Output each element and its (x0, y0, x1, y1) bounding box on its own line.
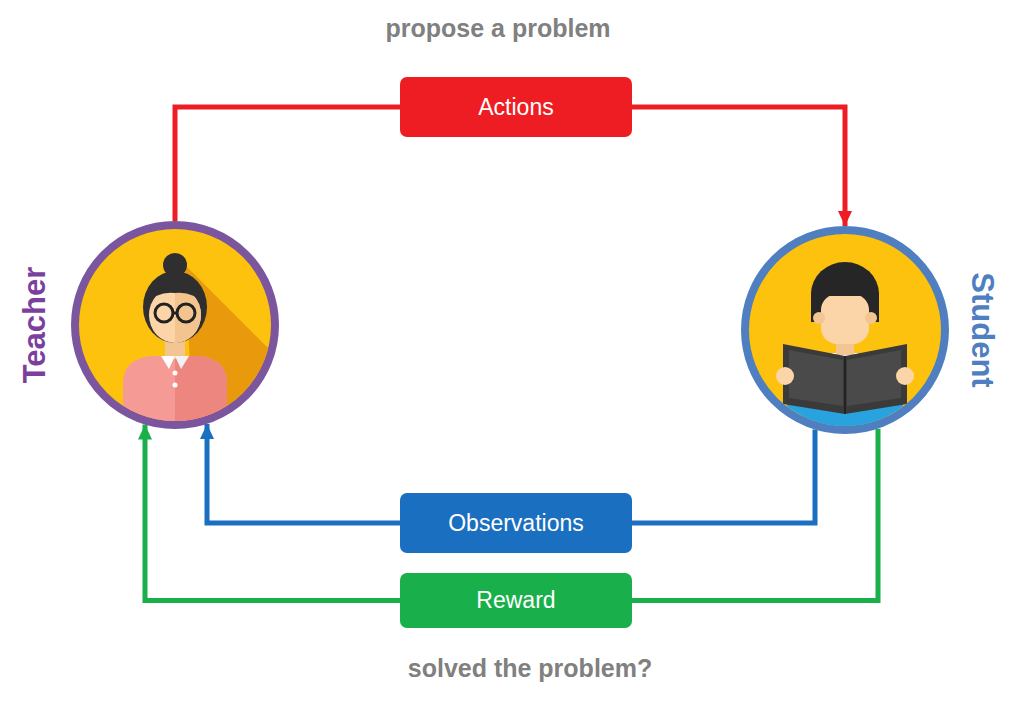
box-label: Observations (448, 510, 584, 537)
connector (207, 424, 400, 523)
role-label: Student (964, 272, 1000, 387)
role-label: Teacher (17, 267, 53, 384)
observation-box: Observations (400, 493, 632, 553)
figure (123, 253, 280, 430)
reward-box: Reward (400, 573, 632, 628)
action-box: Actions (400, 77, 632, 137)
connector (175, 107, 400, 221)
box-label: Reward (476, 587, 555, 614)
connector (145, 425, 400, 601)
circle-ring (745, 230, 945, 430)
caption-top: propose a problem (385, 14, 610, 43)
connector (632, 430, 815, 523)
circle-outline (70, 220, 280, 430)
figure (776, 262, 914, 430)
box-label: Actions (478, 94, 553, 121)
circle-outline (740, 225, 950, 435)
caption-bottom: solved the problem? (408, 654, 652, 683)
teacher-circle: Teacher (70, 220, 280, 430)
student-circle: Student (740, 225, 950, 435)
connector (632, 429, 878, 601)
connector (632, 107, 845, 226)
